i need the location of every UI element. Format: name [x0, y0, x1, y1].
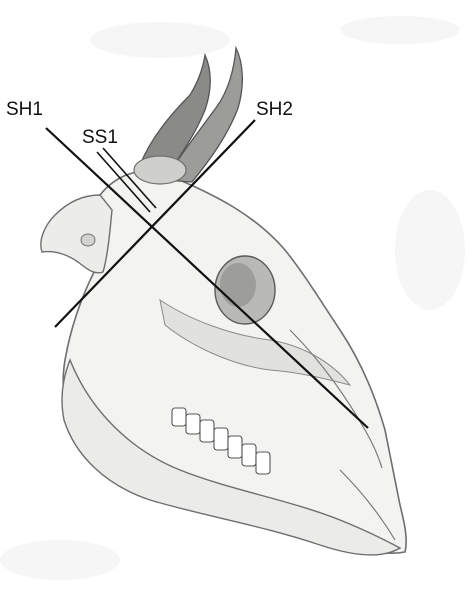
ear-canal — [81, 234, 95, 246]
occipital-region — [41, 195, 112, 273]
label-sh1: SH1 — [6, 100, 43, 119]
orbit-shadow — [220, 263, 256, 307]
horn-base — [134, 156, 186, 184]
label-sh2: SH2 — [256, 100, 293, 119]
label-ss1: SS1 — [82, 128, 118, 147]
